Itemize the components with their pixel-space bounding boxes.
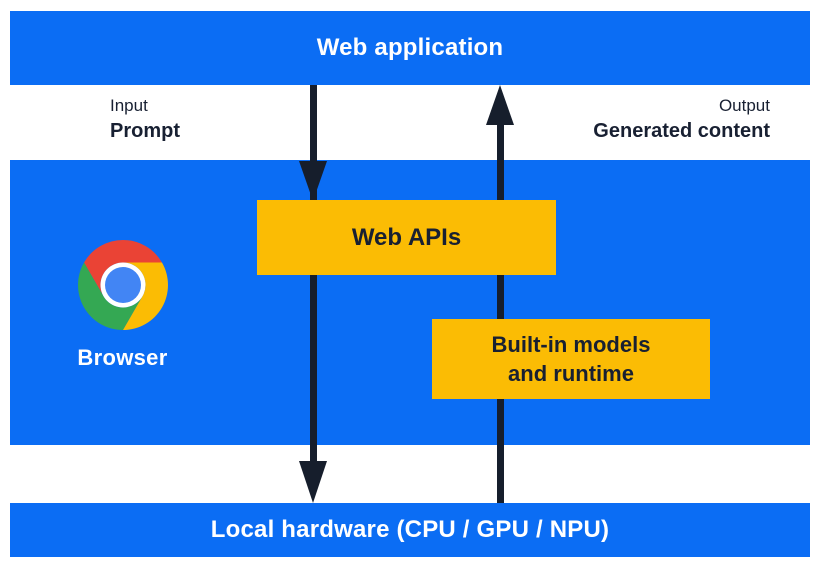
builtin-models-label-line2: and runtime: [508, 361, 634, 386]
output-value-generated-content: Generated content: [593, 120, 770, 142]
builtin-models-label-line1: Built-in models: [491, 331, 651, 357]
input-flow-label: Input Prompt: [110, 97, 180, 141]
output-title: Output: [718, 96, 770, 115]
web-application-bar: Web application: [10, 11, 810, 85]
web-apis-box: Web APIs: [257, 200, 556, 275]
prompt-down-arrowhead-to-web-apis: [299, 161, 327, 201]
prompt-down-arrow-line: [310, 85, 317, 465]
output-flow-label: Output Generated content: [593, 97, 770, 141]
browser-label: Browser: [77, 345, 168, 370]
browser-identity: Browser: [55, 240, 190, 371]
input-value-prompt: Prompt: [110, 120, 180, 142]
local-hardware-bar: Local hardware (CPU / GPU / NPU): [10, 503, 810, 557]
chrome-browser-icon: [77, 240, 168, 330]
web-application-label: Web application: [316, 34, 504, 61]
input-title: Input: [110, 96, 148, 115]
builtin-models-box: Built-in models and runtime: [432, 319, 710, 399]
generated-content-up-arrowhead: [486, 85, 514, 125]
web-apis-label: Web APIs: [351, 223, 462, 251]
local-hardware-label: Local hardware (CPU / GPU / NPU): [210, 516, 610, 543]
prompt-down-arrowhead-to-hardware: [299, 461, 327, 503]
generated-content-up-arrow-line: [497, 120, 504, 503]
